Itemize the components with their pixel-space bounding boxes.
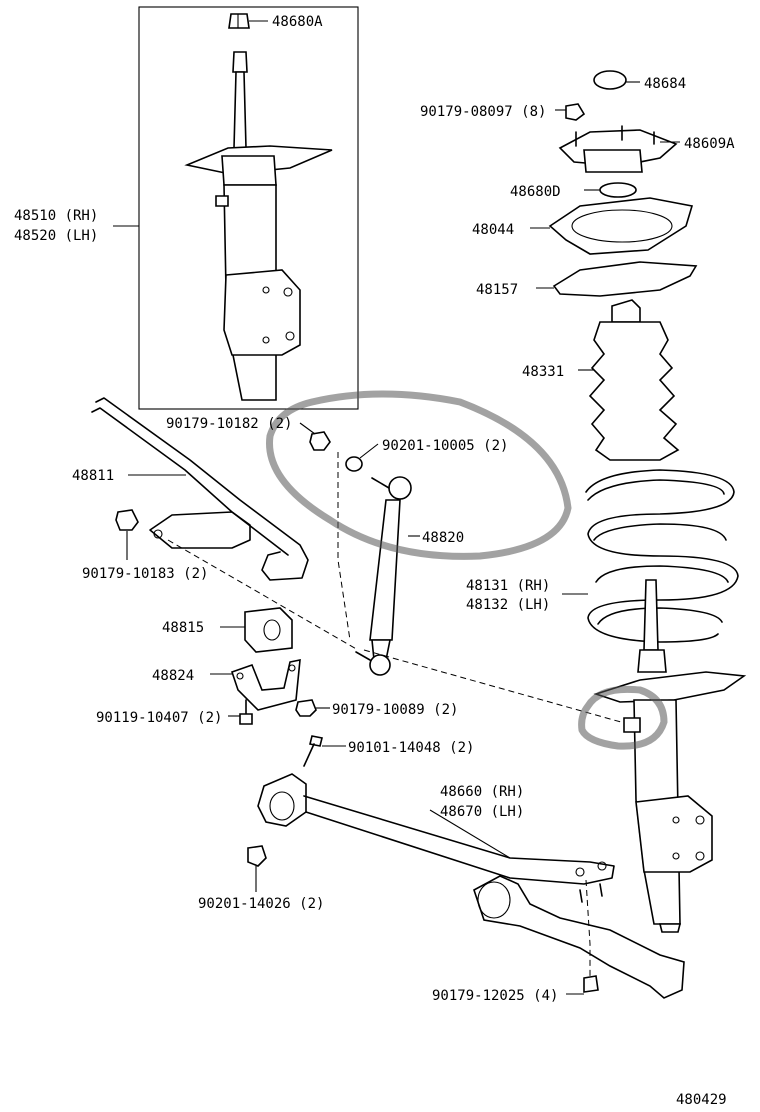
callout-90179-10183: 90179-10183 (2) [82,566,208,582]
nut-90179-10089 [295,699,330,717]
scribble-circle-strut [578,685,668,750]
callout-48811: 48811 [72,468,114,484]
callout-48670: 48670 (LH) [440,804,524,820]
callout-48157: 48157 [476,282,518,298]
cap-48684 [593,70,640,90]
washer-90201-10005 [345,443,379,472]
callout-48044: 48044 [472,222,514,238]
washer-90201-14026 [247,845,267,892]
nut-90179-10183 [115,509,139,560]
bushing-48815 [220,607,293,653]
dashed-line-bar [167,539,359,651]
strut-assembly-box [138,6,359,410]
callout-48684: 48684 [644,76,686,92]
drawing-number: 480429 [676,1092,727,1108]
nut-90179-10182 [299,422,331,451]
callout-90201-14026: 90201-14026 (2) [198,896,324,912]
callout-48510: 48510 (RH) [14,208,98,224]
strut-lower-right [593,579,747,933]
callout-48660: 48660 (RH) [440,784,524,800]
callout-48131: 48131 (RH) [466,578,550,594]
coil-spring-48131 [562,469,739,643]
callout-90179-08097: 90179-08097 (8) [420,104,546,120]
dashed-line-link-upper [337,452,351,641]
callout-48331: 48331 [522,364,564,380]
dashed-line-bolt [585,879,591,980]
support-48609a [558,125,680,173]
callout-90179-10182: 90179-10182 (2) [166,416,292,432]
nut-48680a [228,13,268,29]
insulator-48157 [536,261,698,297]
bolt-90119-10407 [228,699,253,725]
scribble-circle-link [266,390,572,560]
callout-90179-12025: 90179-12025 (4) [432,988,558,1004]
stabilizer-link-48820 [355,476,420,676]
bumper-48331 [578,299,680,461]
callout-48680a: 48680A [272,14,323,30]
callout-90101-14048: 90101-14048 (2) [348,740,474,756]
callout-48824: 48824 [152,668,194,684]
spring-seat-48044 [530,197,694,255]
strut-48510 [113,51,333,401]
dashed-line-link-lower [363,649,629,725]
nut-90179-08097 [555,103,586,121]
seat-48680d [584,182,637,198]
callout-90201-10005: 90201-10005 (2) [382,438,508,454]
callout-48609a: 48609A [684,136,735,152]
callout-48132: 48132 (LH) [466,597,550,613]
bracket-48824 [210,659,301,711]
callout-48815: 48815 [162,620,204,636]
stabilizer-bar-48811 [91,397,309,581]
bolt-90101-14048 [303,735,346,767]
callout-48520: 48520 (LH) [14,228,98,244]
callout-90119-10407: 90119-10407 (2) [96,710,222,726]
lower-arm-48660 [257,773,615,885]
callout-90179-10089: 90179-10089 (2) [332,702,458,718]
callout-48820: 48820 [422,530,464,546]
callout-48680d: 48680D [510,184,561,200]
lower-control-arm [473,875,685,999]
